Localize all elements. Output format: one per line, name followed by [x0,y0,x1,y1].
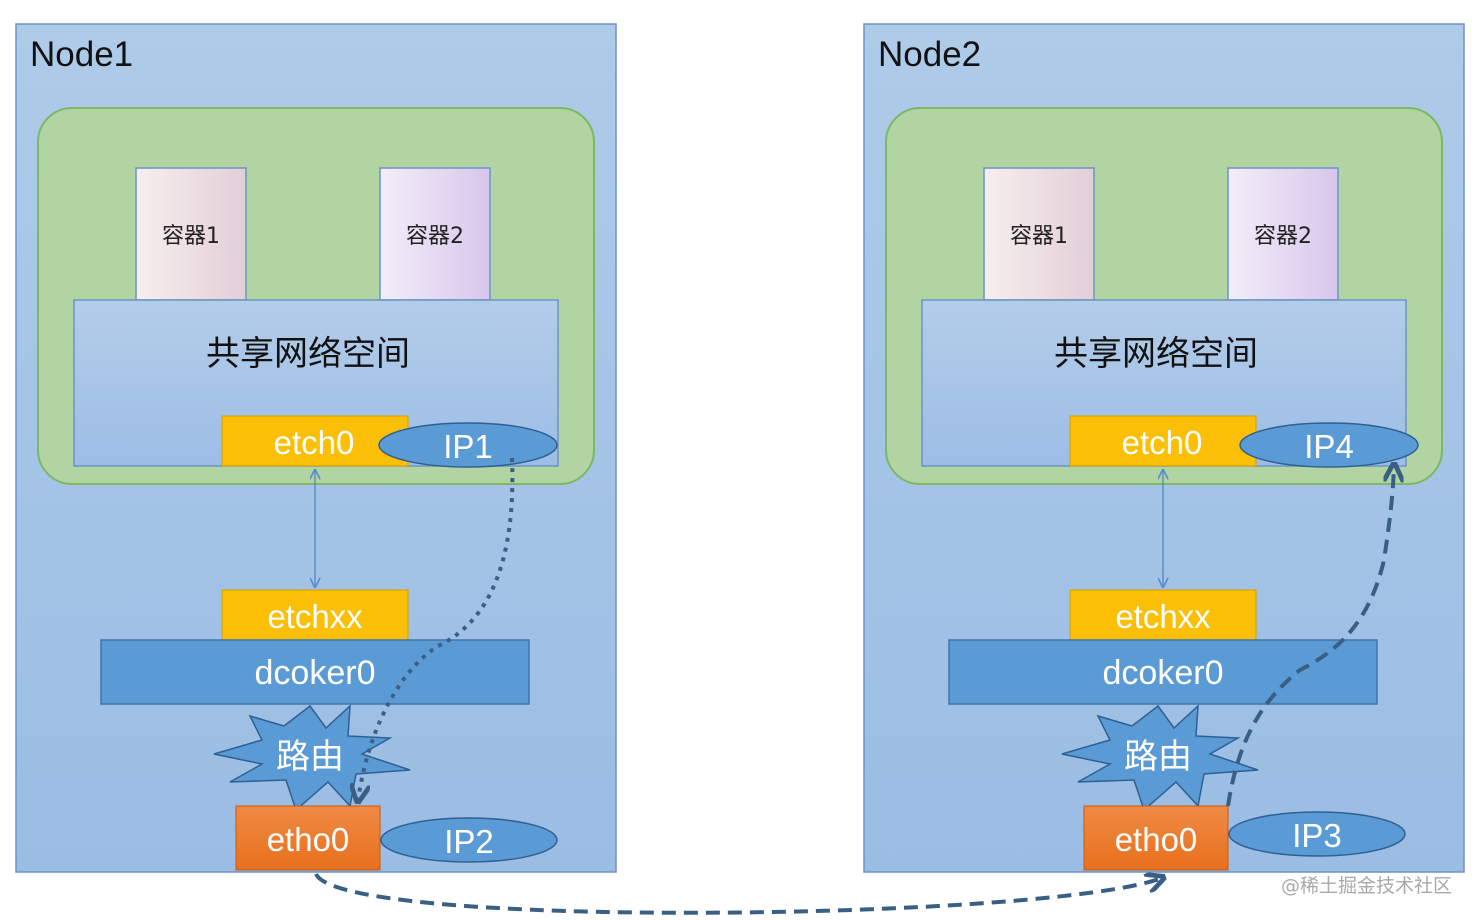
node-1-host-ip-label: IP2 [444,823,494,860]
node-2-pod-iface-label: etch0 [1122,424,1203,461]
node-1-bridge-label: dcoker0 [255,654,376,692]
node-2-host-iface [1083,805,1229,871]
node-1-container-2 [379,167,491,301]
node-1-title: Node1 [30,35,133,74]
node-2-container-1-label: 容器1 [1010,224,1068,249]
inter-node-path [314,874,1162,915]
node-2-pod-ip-label: IP4 [1304,428,1354,465]
node-1-pod-ip-label: IP1 [443,428,493,465]
node-1-egress-path [358,457,515,800]
node-2-host-ip-label: IP3 [1292,817,1342,854]
watermark: @稀土掘金技术社区 [1281,875,1452,897]
node-1-netns-label: 共享网络空间 [206,334,410,374]
node-2-host-ip [1228,811,1406,857]
node-2-pod-ip [1239,422,1419,468]
node-2-pod-iface [1069,415,1257,467]
node-2-ingress-path [1226,466,1394,807]
node-1-veth [221,589,409,641]
node-2-veth [1069,589,1257,641]
node-2-host-iface-label: etho0 [1115,821,1198,858]
node-1-bridge [100,639,530,705]
node-2: Node2 容器1 容器2 共享网络空间 etch0 IP4 etchxx dc… [863,23,1465,873]
node-2-netns-label: 共享网络空间 [1054,334,1258,374]
node-2-container-2 [1227,167,1339,301]
node-2-container-1 [983,167,1095,301]
node-2-bridge [948,639,1378,705]
node-1: Node1 容器1 容器2 共享网络空间 etch0 IP1 etchxx dc… [15,23,617,873]
node-1-container-1-label: 容器1 [162,224,220,249]
node-1-host-iface-label: etho0 [267,821,350,858]
node-2-veth-label: etchxx [1115,598,1211,635]
node-1-container-2-label: 容器2 [406,224,464,249]
node-2-router [1061,704,1259,812]
node-2-bridge-label: dcoker0 [1103,654,1224,692]
node-1-veth-label: etchxx [267,598,363,635]
node-1-pod-iface [221,415,409,467]
node-1-pod-iface-label: etch0 [274,424,355,461]
node-1-host-ip [380,817,558,863]
node-1-router-label: 路由 [276,737,344,777]
node-2-container-2-label: 容器2 [1254,224,1312,249]
node-1-container-1 [135,167,247,301]
node-2-router-label: 路由 [1124,737,1192,777]
node-2-title: Node2 [878,35,981,74]
node-1-host-iface [235,805,381,871]
node-1-pod-ip [378,422,558,468]
node-1-router [213,704,411,812]
